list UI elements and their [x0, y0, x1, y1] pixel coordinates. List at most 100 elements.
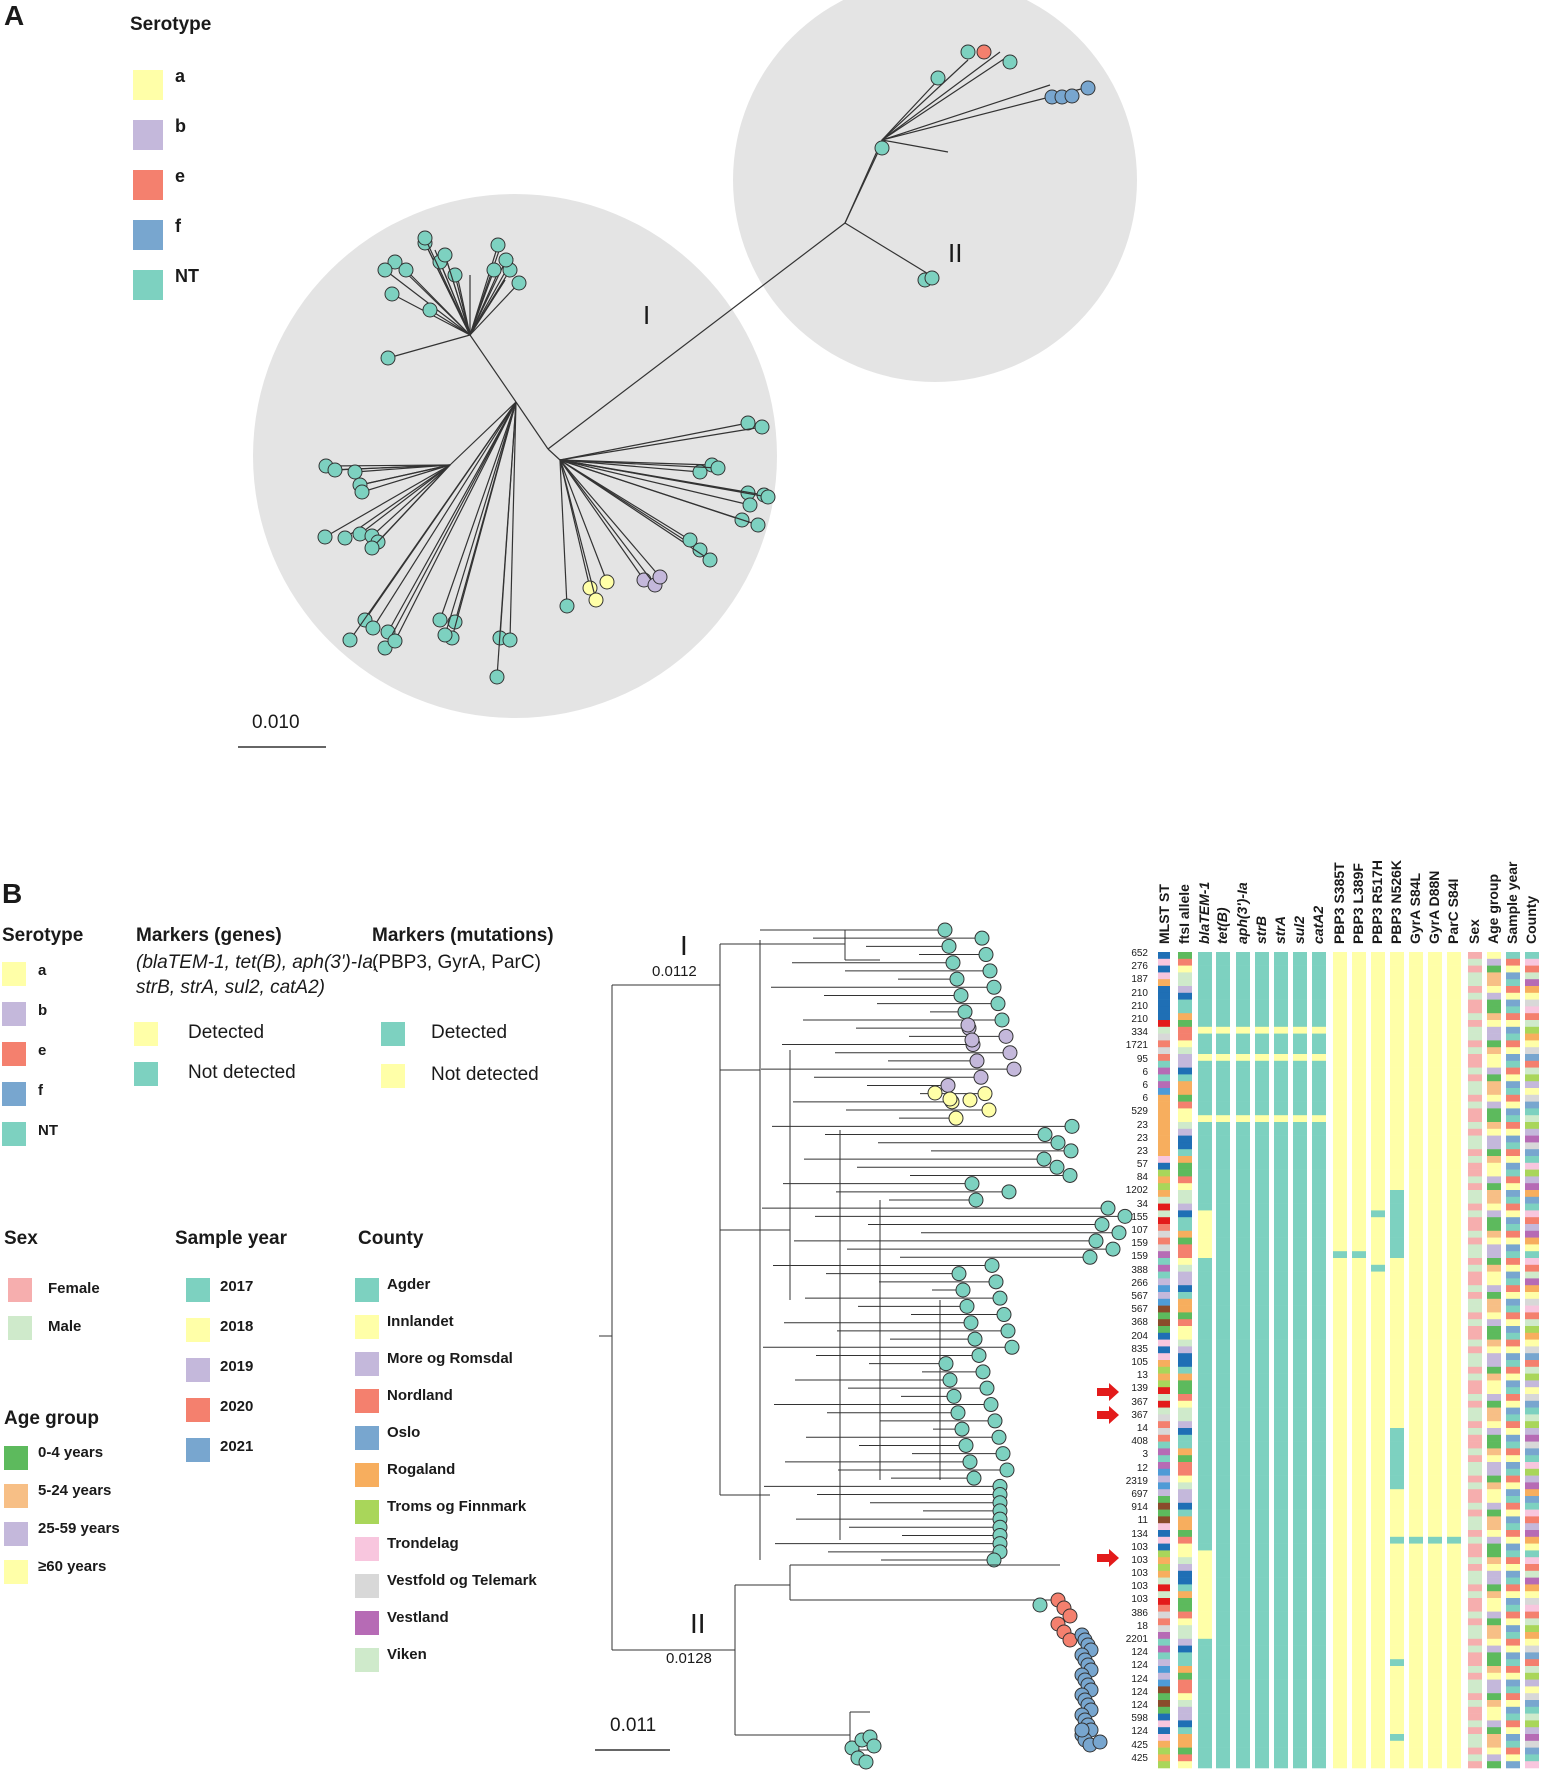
heatmap-cell [1525, 1026, 1539, 1034]
heatmap-cell [1468, 1196, 1482, 1204]
heatmap-cell [1293, 1400, 1307, 1408]
heatmap-cell [1390, 1122, 1404, 1130]
heatmap-cell [1487, 1468, 1501, 1476]
heatmap-cell [1158, 1230, 1170, 1238]
heatmap-cell [1390, 1101, 1404, 1109]
heatmap-cell [1255, 1101, 1269, 1109]
heatmap-cell [1428, 1577, 1442, 1585]
heatmap-cell [1236, 1462, 1250, 1470]
heatmap-cell [1198, 1686, 1212, 1694]
heatmap-cell [1312, 1666, 1326, 1674]
tree-scale-label: 0.011 [610, 1715, 657, 1736]
heatmap-cell [1352, 958, 1366, 966]
heatmap-cell [1447, 1475, 1461, 1483]
heatmap-cell [1198, 1700, 1212, 1708]
tree-branch [881, 54, 1011, 141]
heatmap-cell [1487, 1237, 1501, 1245]
heatmap-cell [1468, 1360, 1482, 1368]
heatmap-cell [1236, 1251, 1250, 1259]
heatmap-cell [1525, 1591, 1539, 1599]
tip [437, 627, 453, 643]
heatmap-cell [1333, 1455, 1347, 1463]
heatmap-cell [1390, 1652, 1404, 1660]
heatmap-cell [1487, 958, 1501, 966]
heatmap-cell [1312, 1156, 1326, 1164]
heatmap-cell [1178, 1203, 1192, 1211]
heatmap-cell [1274, 1700, 1288, 1708]
heatmap-cell [1216, 1577, 1230, 1585]
heatmap-cell [1525, 1564, 1539, 1572]
heatmap-cell [1216, 1700, 1230, 1708]
heatmap-cell [1525, 1380, 1539, 1388]
heatmap-cell [1216, 1448, 1230, 1456]
heatmap-cell [1487, 1611, 1501, 1619]
tree-branch [451, 401, 517, 639]
heatmap-cell [1216, 1625, 1230, 1633]
heatmap-cell [1428, 1251, 1442, 1259]
heatmap-cell [1447, 1013, 1461, 1021]
heatmap-cell [1371, 1720, 1385, 1728]
heatmap-cell [1255, 1693, 1269, 1701]
heatmap-cell [1312, 1407, 1326, 1415]
mlst-st-label: 124 [1131, 1673, 1148, 1685]
heatmap-cell [1506, 1026, 1520, 1034]
heatmap-cell [1468, 999, 1482, 1007]
heatmap-cell [1525, 1523, 1539, 1531]
heatmap-cell [1525, 1448, 1539, 1456]
heatmap-cell [1371, 1387, 1385, 1395]
heatmap-cell [1371, 1040, 1385, 1048]
heatmap-cell [1428, 1652, 1442, 1660]
heatmap-cell [1390, 952, 1404, 960]
heatmap-cell [1428, 1441, 1442, 1449]
mlst-st-label: 103 [1131, 1568, 1148, 1580]
heatmap-cell [1198, 1591, 1212, 1599]
tip [996, 1307, 1012, 1323]
heatmap-cell [1428, 1128, 1442, 1136]
heatmap-cell [1333, 1074, 1347, 1082]
heatmap-cell [1487, 1761, 1501, 1769]
heatmap-cell [1158, 1101, 1170, 1109]
heatmap-cell [1468, 1720, 1482, 1728]
heatmap-cell [1468, 1285, 1482, 1293]
heatmap-cell [1390, 1659, 1404, 1667]
heatmap-cell [1198, 1441, 1212, 1449]
heatmap-cell [1447, 1625, 1461, 1633]
heatmap-cell [1352, 1394, 1366, 1402]
heatmap-cell [1312, 1638, 1326, 1646]
heatmap-cell [1178, 1387, 1192, 1395]
legend-swatch [355, 1278, 379, 1302]
heatmap-cell [1216, 1217, 1230, 1225]
heatmap-cell [1178, 1394, 1192, 1402]
heatmap-cell [1158, 1441, 1170, 1449]
heatmap-cell [1371, 1305, 1385, 1313]
heatmap-cell [1178, 965, 1192, 973]
heatmap-cell [1198, 979, 1212, 987]
heatmap-cell [1447, 1468, 1461, 1476]
heatmap-cell [1255, 1054, 1269, 1062]
heatmap-cell [1255, 1047, 1269, 1055]
heatmap-cell [1178, 1115, 1192, 1123]
heatmap-cell [1158, 1373, 1170, 1381]
heatmap-cell [1352, 1026, 1366, 1034]
heatmap-cell [1158, 1659, 1170, 1667]
heatmap-cell [1506, 1190, 1520, 1198]
heatmap-cell [1447, 1509, 1461, 1517]
heatmap-cell [1525, 1618, 1539, 1626]
heatmap-cell [1293, 979, 1307, 987]
heatmap-cell [1428, 958, 1442, 966]
heatmap-cell [1236, 1550, 1250, 1558]
heatmap-cell [1371, 1516, 1385, 1524]
heatmap-cell [1371, 1761, 1385, 1769]
heatmap-cell [1525, 1740, 1539, 1748]
heatmap-cell [1352, 1088, 1366, 1096]
heatmap-cell [1447, 1550, 1461, 1558]
heatmap-cell [1409, 1693, 1423, 1701]
tip [942, 1372, 958, 1388]
heatmap-cell [1525, 1203, 1539, 1211]
heatmap-cell [1293, 1319, 1307, 1327]
heatmap-cell [1158, 1237, 1170, 1245]
legend-label: Viken [387, 1646, 427, 1663]
heatmap-cell [1428, 1271, 1442, 1279]
heatmap-cell [1158, 1747, 1170, 1755]
tree-branch [559, 459, 661, 578]
